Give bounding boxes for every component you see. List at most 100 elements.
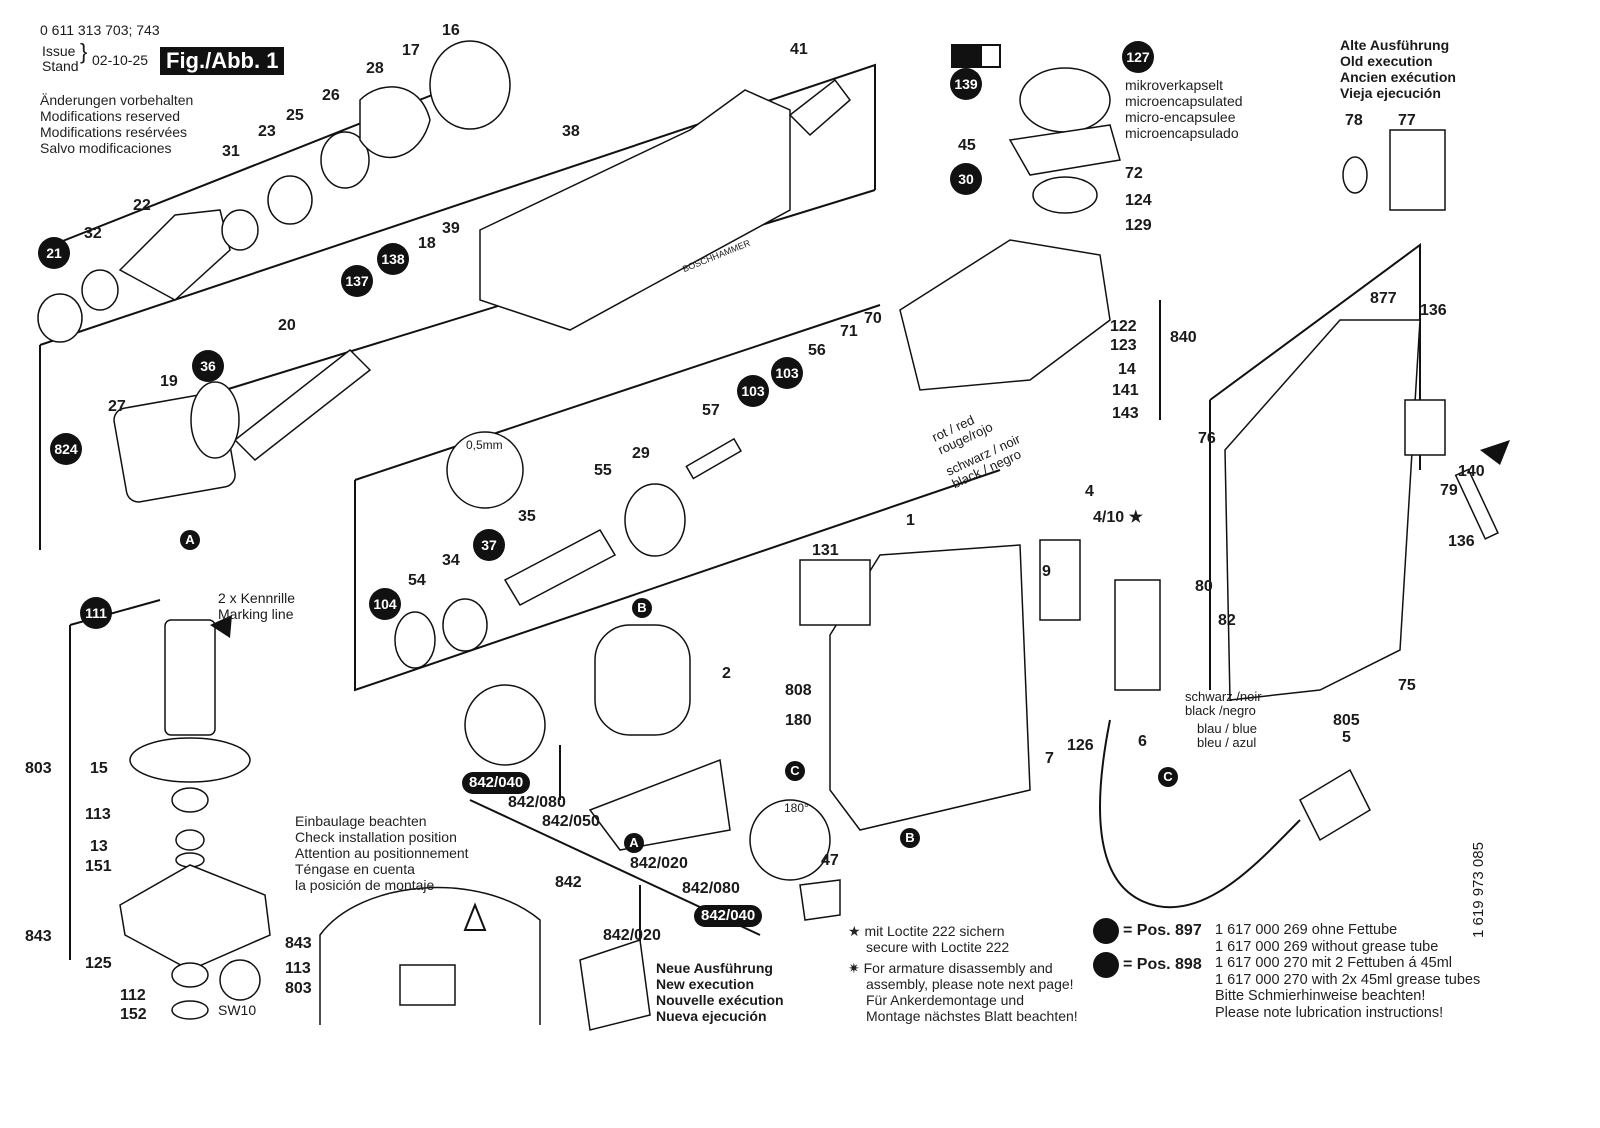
ref-marker: A (180, 530, 200, 550)
stand-text: Stand (42, 58, 79, 74)
badge-part: 824 (50, 433, 82, 465)
part-label: 141 (1112, 382, 1139, 399)
badge-part: 139 (950, 68, 982, 100)
badge-part: 103 (771, 357, 803, 389)
old-line: Alte Ausführung (1340, 37, 1450, 53)
part-label: 56 (808, 342, 826, 359)
new-exec-text: Nueva ejecución (656, 1008, 767, 1024)
filled-dot-icon (1093, 952, 1119, 978)
brace: } (80, 39, 88, 64)
brush-black-text: schwarz /noir (1185, 689, 1262, 704)
issue-date: 02-10-25 (92, 52, 149, 68)
part-35-shape (442, 598, 488, 652)
sw10-wrench-circle (219, 959, 261, 1001)
ref-marker: A (624, 833, 644, 853)
part-47-shape (799, 879, 841, 921)
part-840-gear-housing (899, 239, 1111, 391)
part-72-gear (1032, 176, 1098, 214)
install-text: Téngase en cuenta (295, 861, 415, 877)
brush-black-text: black /negro (1185, 703, 1256, 718)
part-label: 16 (442, 22, 460, 39)
brush-black-label: schwarz /noir black /negro (1185, 690, 1262, 718)
new-exec-text: Neue Ausführung (656, 960, 773, 976)
part-32-shape (81, 269, 119, 311)
grease-text: 1 617 000 269 without grease tube (1215, 938, 1439, 955)
warning-triangle-icon (463, 902, 487, 931)
rotate-detail-circle (749, 799, 831, 881)
part-label: 27 (108, 398, 126, 415)
part-26-shape (320, 131, 370, 189)
part-label: 4 (1085, 483, 1094, 500)
pos-898-text: = Pos. 898 (1123, 956, 1202, 974)
part-5-plug (1299, 768, 1371, 842)
part-label: 136 (1420, 302, 1447, 319)
part-4-switch (1039, 539, 1081, 621)
part-label: 113 (285, 960, 311, 977)
part-label: 76 (1198, 430, 1216, 447)
old-execution-note: Alte Ausführung Old execution Ancien exé… (1340, 37, 1456, 101)
part-29-spring (624, 483, 686, 557)
part-label: 20 (278, 317, 296, 334)
part-41-shape (788, 78, 852, 137)
armature-legend: ✷ For armature disassembly and assembly,… (848, 960, 1078, 1024)
part-label: 28 (366, 60, 384, 77)
grease-text: Please note lubrication instructions! (1215, 1004, 1444, 1021)
install-text: Attention au positionnement (295, 845, 469, 861)
part-112-nut (171, 962, 209, 988)
badge-part: 30 (950, 163, 982, 195)
modifications-note: Änderungen vorbehalten Modifications res… (40, 92, 193, 156)
pos-897-text: = Pos. 897 (1123, 922, 1202, 940)
part-label: 123 (1110, 337, 1137, 354)
part-label: 38 (562, 123, 580, 140)
loctite-text: mit Loctite 222 sichern (864, 923, 1005, 939)
new-execution-note: Neue Ausführung New execution Nouvelle e… (656, 960, 784, 1024)
issue-text: Issue (42, 43, 76, 59)
grease-text: 1 617 000 270 with 2x 45ml grease tubes (1215, 971, 1481, 988)
install-position-note: Einbaulage beachten Check installation p… (295, 813, 469, 893)
marking-line-note: 2 x Kennrille Marking line (218, 590, 295, 622)
part-1-motor-housing (829, 544, 1031, 831)
marking-line-text: Marking line (218, 606, 294, 622)
part-label: 840 (1170, 329, 1197, 346)
part-label: 80 (1195, 578, 1213, 595)
part-131-label (799, 559, 871, 626)
part-23-shape (267, 175, 313, 225)
part-label: 131 (812, 542, 839, 559)
part-78-shape (1342, 156, 1368, 194)
part-13-bearing (175, 829, 205, 851)
loctite-text: secure with Loctite 222 (866, 939, 1010, 955)
part-38-housing (479, 89, 791, 331)
part-label: 112 (120, 987, 146, 1004)
part-label: 842/080 (682, 880, 740, 897)
part-36-ring (190, 381, 240, 459)
gap-annotation: 0,5mm (466, 438, 503, 452)
part-label: 803 (25, 760, 52, 777)
microencapsulated-note: mikroverkapselt microencapsulated micro-… (1125, 77, 1243, 141)
install-detail-view (319, 886, 541, 1025)
part-label: 55 (594, 462, 612, 479)
pos-897-legend: = Pos. 897 (1093, 918, 1202, 944)
micro-line: microencapsulated (1125, 93, 1243, 109)
part-139-filter (1019, 67, 1111, 133)
arrow-tool-icon (1480, 440, 1510, 465)
part-label: 15 (90, 760, 108, 777)
doc-number: 0 611 313 703; 743 (40, 22, 160, 38)
mod-line: Modifications reserved (40, 108, 181, 124)
grease-text: 1 617 000 270 mit 2 Fettuben á 45ml (1215, 955, 1452, 971)
part-152-washer (171, 1000, 209, 1020)
part-803-armature (164, 619, 216, 736)
part-label: 125 (85, 955, 112, 972)
part-55-tube (503, 529, 617, 606)
badge-part: 138 (377, 243, 409, 275)
part-843-bearing-flange (119, 864, 271, 971)
micro-line: micro-encapsulee (1125, 109, 1236, 125)
pill-part: 842/040 (462, 772, 531, 794)
part-label: 45 (958, 137, 976, 154)
part-label: 842/080 (508, 794, 566, 811)
install-text: Einbaulage beachten (295, 813, 427, 829)
part-label: 126 (1067, 737, 1094, 754)
power-cord (1099, 719, 1301, 909)
new-exec-text: New execution (656, 976, 755, 992)
part-label: 14 (1118, 361, 1136, 378)
